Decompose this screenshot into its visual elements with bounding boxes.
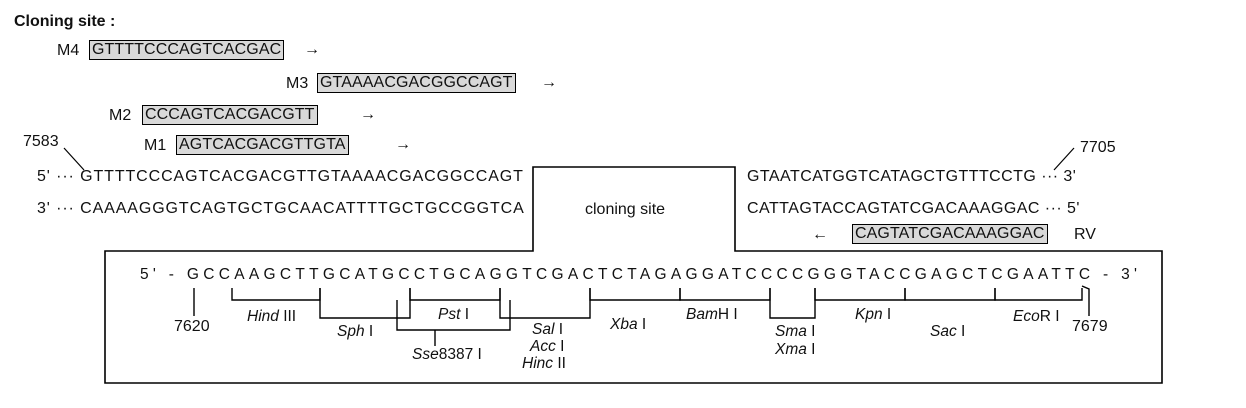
pos-7705-tick (1053, 147, 1075, 171)
site-bracket-sphi (319, 288, 411, 319)
enzyme-sali-suffix: I (554, 321, 564, 338)
enzyme-acci-suffix: I (555, 338, 565, 355)
enzyme-sali: Sal I (532, 321, 563, 338)
position-label-7583: 7583 (23, 133, 59, 150)
enzyme-saci: Sac I (930, 323, 965, 340)
site-bracket-psti (409, 288, 501, 301)
primer-m2-sequence: CCCAGTCACGACGTT (142, 105, 318, 125)
enzyme-hindiii-suffix: III (278, 308, 297, 325)
site-bracket-smai (769, 288, 816, 319)
primer-m3-name: M3 (286, 75, 309, 92)
enzyme-acci: Acc I (530, 338, 564, 355)
enzyme-kpni-italic: Kpn (855, 306, 883, 323)
enzyme-psti: Pst I (438, 306, 469, 323)
enzyme-kpni: Kpn I (855, 306, 891, 323)
enzyme-saci-italic: Sac (930, 323, 957, 340)
strand-top-left: 5' ··· GTTTTCCCAGTCACGACGTTGTAAAACGACGGC… (37, 168, 524, 185)
enzyme-hindiii: Hind III (247, 308, 296, 325)
enzyme-ecori-italic: Eco (1013, 308, 1040, 325)
primer-m4-arrow: → (304, 41, 320, 58)
enzyme-xbai: Xba I (610, 316, 646, 333)
primer-m1-sequence: AGTCACGACGTTGTA (176, 135, 349, 155)
enzyme-sse8387i: Sse8387 I (412, 346, 482, 363)
enzyme-xmai-italic: Xma (775, 341, 807, 358)
primer-rv-name: RV (1074, 226, 1096, 243)
site-bracket-xbai (589, 288, 681, 301)
site-bracket-sse8387i (396, 300, 511, 331)
site-bracket-kpni (814, 288, 906, 301)
enzyme-xbai-italic: Xba (610, 316, 638, 333)
site-bracket-ecori (994, 288, 1083, 301)
primer-m4-sequence: GTTTTCCCAGTCACGAC (89, 40, 285, 60)
strand-bottom-right: CATTAGTACCAGTATCGACAAAGGAC ··· 5' (747, 200, 1080, 217)
enzyme-hincii-italic: Hinc (522, 355, 554, 372)
enzyme-bamhi-suffix: H I (717, 306, 738, 323)
position-label-7620: 7620 (174, 318, 210, 335)
enzyme-hincii-suffix: II (553, 355, 566, 372)
enzyme-sphi-italic: Sph (337, 323, 365, 340)
site-bracket-bamhi (679, 288, 771, 301)
enzyme-sse8387i-italic: Sse (412, 346, 439, 363)
cloning-site-outline (104, 166, 1163, 384)
enzyme-bamhi-italic: Bam (686, 306, 718, 323)
cloning-site-label: cloning site (585, 201, 666, 218)
enzyme-sphi-suffix: I (364, 323, 374, 340)
enzyme-xmai-suffix: I (806, 341, 816, 358)
strand-top-right: GTAATCATGGTCATAGCTGTTTCCTG ··· 3' (747, 168, 1077, 185)
enzyme-acci-italic: Acc (530, 338, 556, 355)
primer-rv-arrow: ← (812, 226, 828, 243)
pos-7679-tick (1081, 285, 1090, 316)
enzyme-psti-suffix: I (460, 306, 470, 323)
enzyme-xbai-suffix: I (637, 316, 647, 333)
enzyme-smai-suffix: I (806, 323, 816, 340)
position-label-7679: 7679 (1072, 318, 1108, 335)
primer-m1-name: M1 (144, 137, 167, 154)
enzyme-bamhi: BamH I (686, 306, 738, 323)
mcs-sequence: 5' - GCCAAGCTTGCATGCCTGCAGGTCGACTCTAGAGG… (140, 266, 1142, 283)
enzyme-saci-suffix: I (956, 323, 966, 340)
enzyme-sphi: Sph I (337, 323, 373, 340)
primer-m3-sequence: GTAAAACGACGGCCAGT (317, 73, 516, 93)
enzyme-kpni-suffix: I (882, 306, 892, 323)
enzyme-sali-italic: Sal (532, 321, 555, 338)
site-bracket-sali (499, 288, 591, 319)
primer-m4-name: M4 (57, 42, 80, 59)
enzyme-ecori: EcoR I (1013, 308, 1060, 325)
strand-bottom-left: 3' ··· CAAAAGGGTCAGTGCTGCAACATTTTGCTGCCG… (37, 200, 525, 217)
site-bracket-hindiii (231, 288, 321, 301)
enzyme-smai-italic: Sma (775, 323, 807, 340)
primer-m2-name: M2 (109, 107, 132, 124)
site-bracket-saci (904, 288, 996, 301)
primer-rv-sequence: CAGTATCGACAAAGGAC (852, 224, 1048, 244)
primer-m2-arrow: → (360, 106, 376, 123)
primer-m1-arrow: → (395, 136, 411, 153)
enzyme-psti-italic: Pst (438, 306, 461, 323)
position-label-7705: 7705 (1080, 139, 1116, 156)
enzyme-hincii: Hinc II (522, 355, 566, 372)
enzyme-ecori-suffix: R I (1039, 308, 1060, 325)
enzyme-smai: Sma I (775, 323, 816, 340)
primer-m3-arrow: → (541, 74, 557, 91)
enzyme-hindiii-italic: Hind (247, 308, 279, 325)
figure-title: Cloning site : (14, 13, 116, 30)
pos-7583-tick (63, 147, 85, 171)
enzyme-xmai: Xma I (775, 341, 816, 358)
enzyme-sse8387i-suffix: 8387 I (438, 346, 482, 363)
